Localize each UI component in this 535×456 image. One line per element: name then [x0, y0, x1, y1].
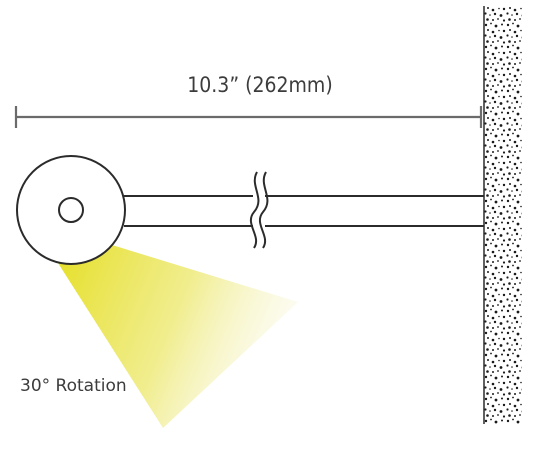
- arm-break-gap: [253, 190, 265, 232]
- light-beam: [58, 245, 298, 428]
- arm-break-line-right: [258, 171, 269, 249]
- arm-break-line-left: [249, 171, 260, 249]
- fixture-head: [16, 155, 126, 265]
- rotation-label: 30° Rotation: [20, 376, 127, 396]
- wall-surface: [484, 6, 522, 424]
- mounting-arm: [124, 171, 484, 249]
- dimension-label: 10.3” (262mm): [187, 73, 332, 97]
- dimension-line: [14, 106, 483, 128]
- fixture-pivot-circle: [58, 197, 84, 223]
- wall: [483, 6, 522, 424]
